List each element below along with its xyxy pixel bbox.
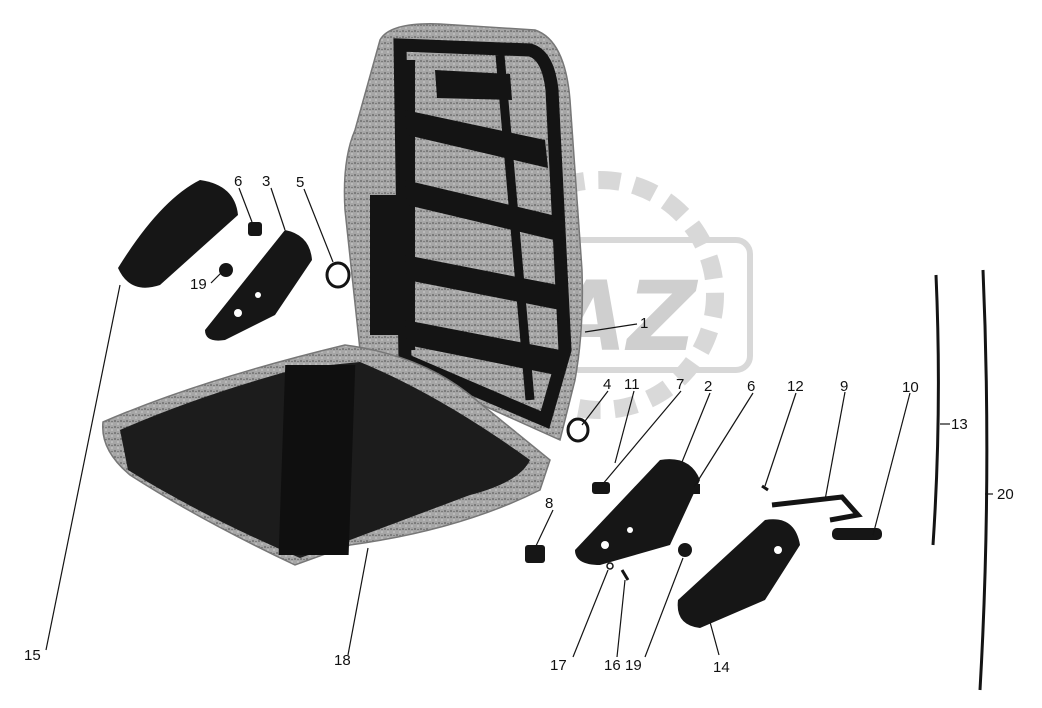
callout-15: 15 [24, 647, 41, 664]
screw-16 [620, 569, 630, 581]
callout-8: 8 [545, 495, 553, 512]
callout-20: 20 [997, 486, 1014, 503]
left-bracket-3 [205, 230, 312, 341]
callout-10: 10 [902, 379, 919, 396]
bolt-6-left [248, 222, 262, 236]
callout-6-right: 6 [747, 378, 755, 395]
bushing-19-left [219, 263, 233, 277]
washer-17 [606, 562, 614, 570]
callout-17: 17 [550, 657, 567, 674]
grip-10 [832, 528, 882, 540]
leader-lines [45, 187, 993, 658]
handle-9 [771, 494, 863, 523]
bushing-19-right [678, 543, 692, 557]
pin-12 [761, 484, 769, 492]
seat-backrest [343, 23, 584, 442]
knob-7 [592, 482, 610, 494]
callout-14: 14 [713, 659, 730, 676]
callout-3: 3 [262, 173, 270, 190]
bushing-8 [525, 545, 545, 563]
spring-4 [566, 417, 590, 443]
callout-19-right: 19 [625, 657, 642, 674]
group-line-13 [931, 274, 940, 546]
bolt-6-right [690, 484, 700, 494]
seat-cushion [101, 344, 551, 566]
left-cover-15 [118, 180, 238, 288]
callout-5: 5 [296, 174, 304, 191]
callout-16: 16 [604, 657, 621, 674]
callout-4: 4 [603, 376, 611, 393]
group-line-20 [978, 269, 989, 691]
callout-6-left: 6 [234, 173, 242, 190]
right-bracket-2 [575, 459, 700, 565]
callout-9: 9 [840, 378, 848, 395]
callout-19-left: 19 [190, 276, 207, 293]
callout-18: 18 [334, 652, 351, 669]
callout-1: 1 [640, 315, 648, 332]
spring-5 [325, 261, 351, 289]
callout-13: 13 [951, 416, 968, 433]
callout-12: 12 [787, 378, 804, 395]
callout-11: 11 [624, 376, 640, 393]
callout-2: 2 [704, 378, 712, 395]
callout-7: 7 [676, 376, 684, 393]
right-cover-14 [677, 519, 800, 628]
